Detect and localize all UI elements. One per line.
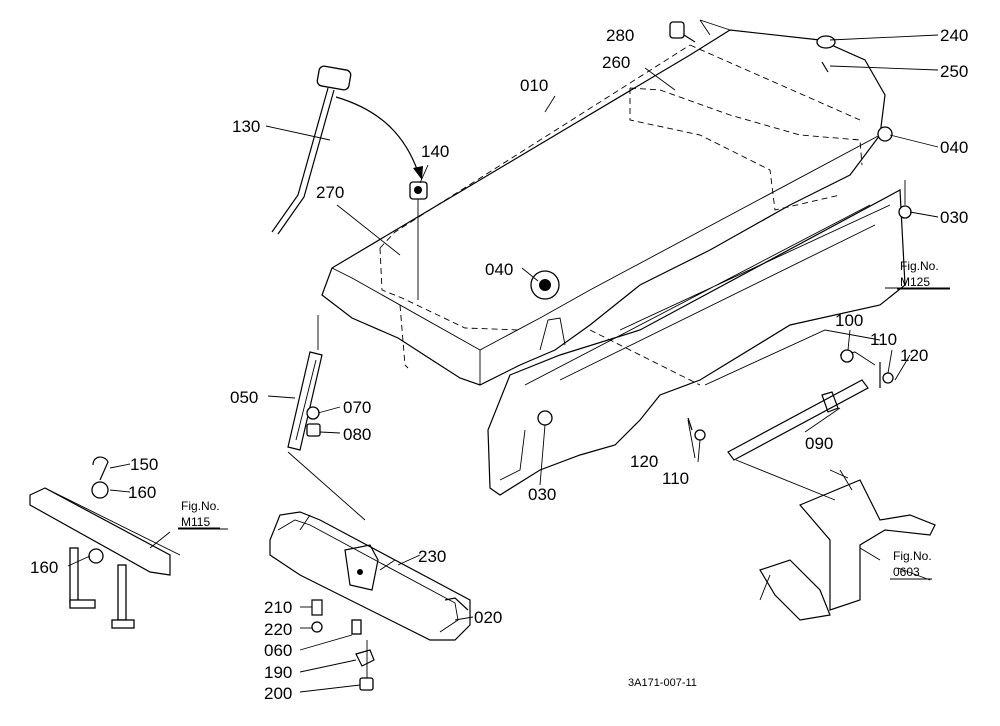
label-260: 260 xyxy=(602,53,630,72)
label-160-top: 160 xyxy=(128,483,156,502)
label-140: 140 xyxy=(421,142,449,161)
label-110-right: 110 xyxy=(870,330,897,349)
label-270: 270 xyxy=(316,183,344,202)
label-040-center: 040 xyxy=(485,260,513,279)
label-010: 010 xyxy=(520,76,548,95)
label-190: 190 xyxy=(264,663,292,682)
bracket xyxy=(287,315,366,521)
label-110-bottom: 110 xyxy=(662,469,689,488)
label-020: 020 xyxy=(474,608,502,627)
label-280: 280 xyxy=(606,26,634,45)
label-210: 210 xyxy=(264,598,292,617)
label-060: 060 xyxy=(264,641,292,660)
label-070: 070 xyxy=(343,398,371,417)
svg-text:0603: 0603 xyxy=(893,565,920,579)
small-fasteners xyxy=(530,21,912,426)
pedal-linkage xyxy=(759,469,936,621)
label-050: 050 xyxy=(230,388,258,407)
label-150: 150 xyxy=(130,455,158,474)
left-frame xyxy=(29,456,181,629)
svg-text:Fig.No.: Fig.No. xyxy=(893,549,932,563)
fig-ref-0603: Fig.No. 0603 xyxy=(890,549,932,580)
front-bumper xyxy=(269,511,471,641)
fig-ref-m125: Fig.No. M125 xyxy=(897,259,950,290)
svg-text:Fig.No.: Fig.No. xyxy=(900,259,939,273)
link-rod xyxy=(687,329,894,501)
label-030-bottom: 030 xyxy=(528,485,556,504)
label-130: 130 xyxy=(232,117,260,136)
svg-text:Fig.No.: Fig.No. xyxy=(181,499,220,513)
drawing-code: 3A171-007-11 xyxy=(628,677,697,689)
label-250: 250 xyxy=(940,62,968,81)
bumper-hardware xyxy=(311,599,375,691)
leader-lines xyxy=(67,19,950,693)
fig-ref-m115: Fig.No. M115 xyxy=(178,499,228,530)
side-panel xyxy=(487,189,906,496)
lever-rod xyxy=(271,65,423,235)
label-030-right: 030 xyxy=(940,208,968,227)
label-120-right: 120 xyxy=(900,346,928,365)
label-220: 220 xyxy=(264,620,292,639)
label-080: 080 xyxy=(343,425,371,444)
grommet xyxy=(409,181,428,300)
label-090: 090 xyxy=(805,434,833,453)
hood-cover xyxy=(321,29,886,386)
svg-text:M125: M125 xyxy=(900,275,930,289)
label-200: 200 xyxy=(264,684,292,703)
svg-text:M115: M115 xyxy=(181,515,210,529)
label-120-bottom: 120 xyxy=(630,452,658,471)
label-040-right: 040 xyxy=(940,138,968,157)
label-100: 100 xyxy=(835,311,863,330)
label-240: 240 xyxy=(940,26,968,45)
label-160-bottom: 160 xyxy=(30,558,58,577)
label-230: 230 xyxy=(418,547,446,566)
